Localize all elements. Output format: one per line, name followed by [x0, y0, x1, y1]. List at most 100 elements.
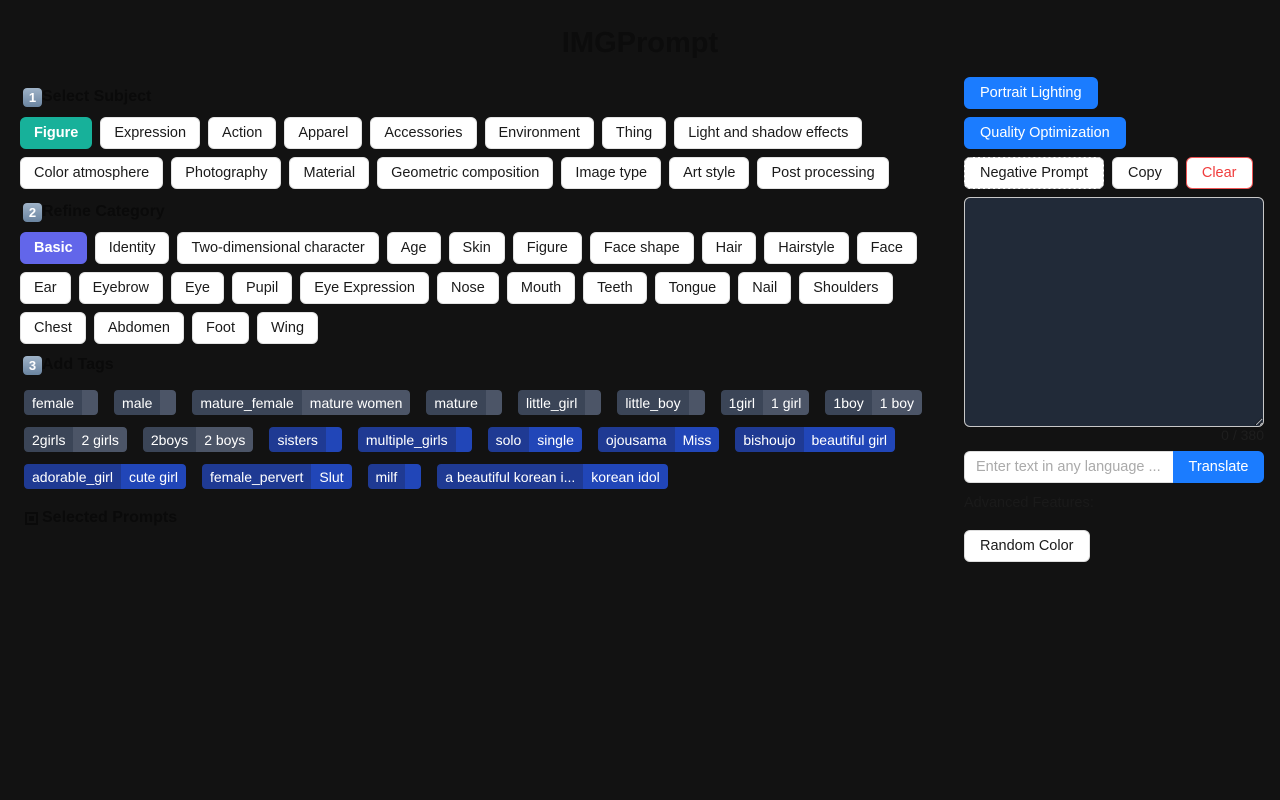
tag-chip[interactable]: mature	[426, 390, 502, 415]
tag-chip[interactable]: a beautiful korean i...korean idol	[437, 464, 668, 489]
category-button-basic[interactable]: Basic	[20, 232, 87, 264]
subject-button-environment[interactable]: Environment	[484, 117, 594, 149]
category-button-hair[interactable]: Hair	[701, 232, 757, 264]
category-button-face[interactable]: Face	[856, 232, 917, 264]
category-button-nose[interactable]: Nose	[437, 272, 499, 304]
translate-button[interactable]: Translate	[1173, 451, 1264, 483]
tag-english: mature_female	[192, 390, 302, 415]
subject-button-geometric-composition[interactable]: Geometric composition	[377, 157, 554, 189]
category-button-abdomen[interactable]: Abdomen	[93, 312, 184, 344]
subject-button-light-and-shadow-effects[interactable]: Light and shadow effects	[674, 117, 863, 149]
tag-translation: Slut	[311, 464, 352, 489]
category-button-chest[interactable]: Chest	[20, 312, 86, 344]
translate-input[interactable]	[964, 451, 1173, 483]
tag-translation: cute girl	[120, 464, 186, 489]
tag-english: milf	[367, 464, 406, 489]
tag-translation: beautiful girl	[803, 427, 896, 452]
category-button-face-shape[interactable]: Face shape	[589, 232, 694, 264]
subject-button-apparel[interactable]: Apparel	[284, 117, 363, 149]
tag-english: female	[24, 390, 83, 415]
subject-button-image-type[interactable]: Image type	[561, 157, 662, 189]
subject-button-post-processing[interactable]: Post processing	[757, 157, 889, 189]
copy-button[interactable]: Copy	[1112, 157, 1178, 189]
tag-chip[interactable]: little_girl	[517, 390, 602, 415]
subject-button-thing[interactable]: Thing	[601, 117, 667, 149]
tag-translation	[82, 390, 99, 415]
category-button-eye[interactable]: Eye	[171, 272, 224, 304]
category-button-hairstyle[interactable]: Hairstyle	[764, 232, 849, 264]
tag-english: little_boy	[617, 390, 689, 415]
category-button-foot[interactable]: Foot	[191, 312, 249, 344]
subject-button-action[interactable]: Action	[208, 117, 277, 149]
category-button-eye-expression[interactable]: Eye Expression	[300, 272, 429, 304]
tag-translation	[688, 390, 705, 415]
category-button-eyebrow[interactable]: Eyebrow	[78, 272, 163, 304]
category-button-shoulders[interactable]: Shoulders	[799, 272, 893, 304]
tag-english: 1girl	[720, 390, 764, 415]
category-button-wing[interactable]: Wing	[256, 312, 319, 344]
prompt-textarea[interactable]	[964, 197, 1264, 427]
tag-translation: 1 boy	[871, 390, 923, 415]
random-color-button[interactable]: Random Color	[964, 530, 1090, 562]
category-button-nail[interactable]: Nail	[738, 272, 792, 304]
character-counter: 0 / 380	[1221, 427, 1264, 443]
tag-translation	[485, 390, 502, 415]
clear-button[interactable]: Clear	[1185, 157, 1253, 189]
negative-prompt-button[interactable]: Negative Prompt	[964, 157, 1104, 189]
section-add-tags: 3 Add Tags	[23, 352, 945, 378]
category-button-two-dimensional-character[interactable]: Two-dimensional character	[177, 232, 379, 264]
tag-translation	[405, 464, 422, 489]
tag-chip[interactable]: sisters	[269, 427, 342, 452]
category-button-teeth[interactable]: Teeth	[583, 272, 647, 304]
tag-chip[interactable]: male	[114, 390, 177, 415]
quality-optimization-button[interactable]: Quality Optimization	[964, 117, 1126, 149]
portrait-lighting-button[interactable]: Portrait Lighting	[964, 77, 1098, 109]
tag-translation: 1 girl	[763, 390, 810, 415]
tag-translation	[325, 427, 342, 452]
category-button-pupil[interactable]: Pupil	[232, 272, 293, 304]
subject-button-figure[interactable]: Figure	[20, 117, 93, 149]
keycap-three-icon: 3	[23, 355, 42, 375]
tag-english: 1boy	[825, 390, 872, 415]
category-button-figure[interactable]: Figure	[512, 232, 582, 264]
subject-button-expression[interactable]: Expression	[100, 117, 201, 149]
subject-button-color-atmosphere[interactable]: Color atmosphere	[20, 157, 164, 189]
subject-button-material[interactable]: Material	[289, 157, 370, 189]
section-title-text: Select Subject	[42, 88, 152, 105]
subject-button-art-style[interactable]: Art style	[669, 157, 750, 189]
category-button-skin[interactable]: Skin	[448, 232, 505, 264]
tag-translation: mature women	[301, 390, 411, 415]
tag-translation	[160, 390, 177, 415]
subject-button-photography[interactable]: Photography	[171, 157, 282, 189]
tag-chip[interactable]: milf	[367, 464, 422, 489]
category-button-age[interactable]: Age	[386, 232, 441, 264]
tag-translation: single	[529, 427, 582, 452]
tag-chip[interactable]: female	[24, 390, 99, 415]
subject-button-accessories[interactable]: Accessories	[370, 117, 477, 149]
advanced-features-label: Advanced Features:	[964, 495, 1094, 511]
tag-english: 2girls	[24, 427, 74, 452]
tag-english: multiple_girls	[357, 427, 456, 452]
tag-english: bishoujo	[735, 427, 804, 452]
right-panel: Portrait Lighting Quality Optimization N…	[964, 77, 1264, 562]
category-button-identity[interactable]: Identity	[94, 232, 170, 264]
tag-chip[interactable]: multiple_girls	[357, 427, 472, 452]
category-button-tongue[interactable]: Tongue	[654, 272, 731, 304]
tag-english: 2boys	[142, 427, 197, 452]
section-title-text: Add Tags	[42, 356, 114, 373]
tag-english: male	[114, 390, 161, 415]
category-button-ear[interactable]: Ear	[20, 272, 71, 304]
category-button-mouth[interactable]: Mouth	[506, 272, 576, 304]
tag-chip[interactable]: little_boy	[617, 390, 705, 415]
